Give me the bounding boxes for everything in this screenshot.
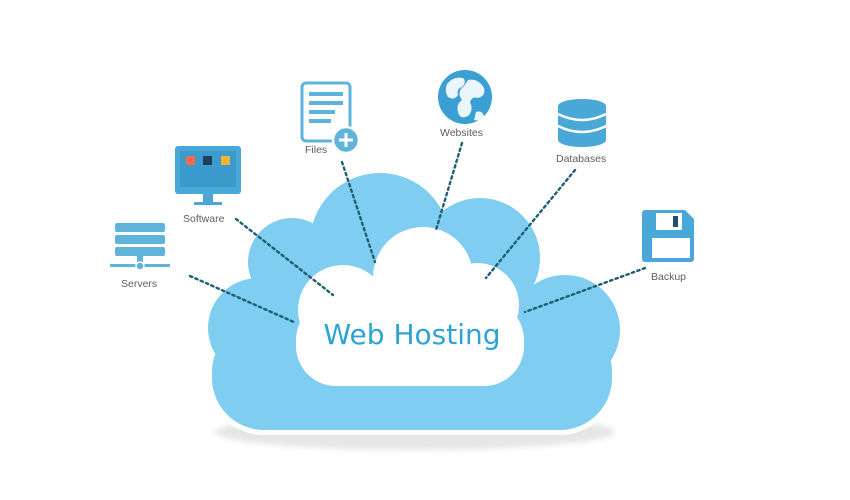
connector-databases — [484, 168, 577, 280]
node-files: Files — [300, 81, 361, 156]
node-websites: Websites — [438, 70, 492, 139]
node-servers: Servers — [110, 223, 170, 290]
connector-servers — [188, 274, 298, 325]
file-add-icon — [300, 81, 361, 155]
diagram-title: Web Hosting — [324, 318, 501, 351]
connector-backup — [523, 266, 647, 314]
floppy-disk-icon — [642, 210, 694, 262]
node-label-software: Software — [183, 213, 225, 225]
node-label-databases: Databases — [556, 153, 606, 165]
database-icon — [557, 99, 607, 147]
connectors — [188, 141, 647, 325]
node-label-websites: Websites — [440, 127, 483, 139]
node-label-files: Files — [305, 144, 327, 156]
node-software: Software — [175, 146, 241, 225]
cloud-inner — [296, 227, 524, 386]
globe-icon — [438, 70, 492, 124]
node-backup: Backup — [642, 210, 694, 283]
node-label-backup: Backup — [651, 271, 686, 283]
connector-files — [340, 160, 377, 264]
monitor-icon — [175, 146, 241, 205]
connector-websites — [434, 141, 464, 232]
node-label-servers: Servers — [121, 278, 157, 290]
node-databases: Databases — [556, 99, 607, 165]
server-rack-icon — [110, 223, 170, 271]
connector-software — [234, 217, 335, 297]
